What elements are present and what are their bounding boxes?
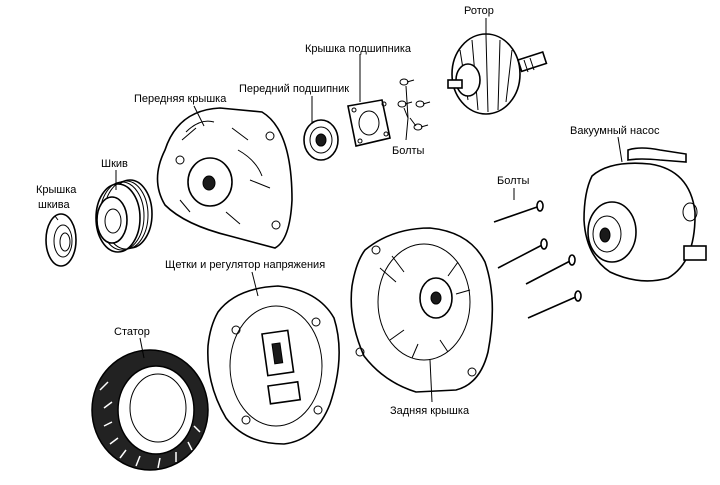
front-cover-part: [156, 107, 293, 249]
label-rotor: Ротор: [464, 5, 494, 17]
label-pulley-cover-line1: Крышка: [36, 184, 77, 196]
front-bearing-part: [303, 119, 339, 161]
label-brushes-regulator: Щетки и регулятор напряжения: [165, 259, 325, 271]
label-pulley-cover-line2: шкива: [38, 199, 71, 211]
rear-cover-part: [350, 227, 494, 393]
rotor-part: [447, 33, 548, 115]
bearing-cover-part: [347, 99, 391, 147]
vacuum-pump-part: [583, 147, 707, 282]
label-front-bearing: Передний подшипник: [239, 83, 349, 95]
small-bolts-part: [397, 78, 431, 131]
label-front-cover: Передняя крышка: [134, 93, 227, 105]
label-bolts-right: Болты: [497, 175, 530, 187]
pulley-part: [95, 179, 153, 253]
label-stator: Статор: [114, 326, 150, 338]
label-pulley: Шкив: [101, 158, 128, 170]
leader-lines: [54, 18, 623, 403]
stator-part: [91, 349, 209, 471]
label-bearing-cover: Крышка подшипника: [305, 43, 412, 55]
brush-regulator-part: [207, 285, 340, 445]
label-bolts-top: Болты: [392, 145, 425, 157]
long-bolts-part: [493, 200, 582, 319]
label-rear-cover: Задняя крышка: [390, 405, 470, 417]
label-vacuum-pump: Вакуумный насос: [570, 125, 660, 137]
pulley-cover-part: [45, 213, 77, 267]
